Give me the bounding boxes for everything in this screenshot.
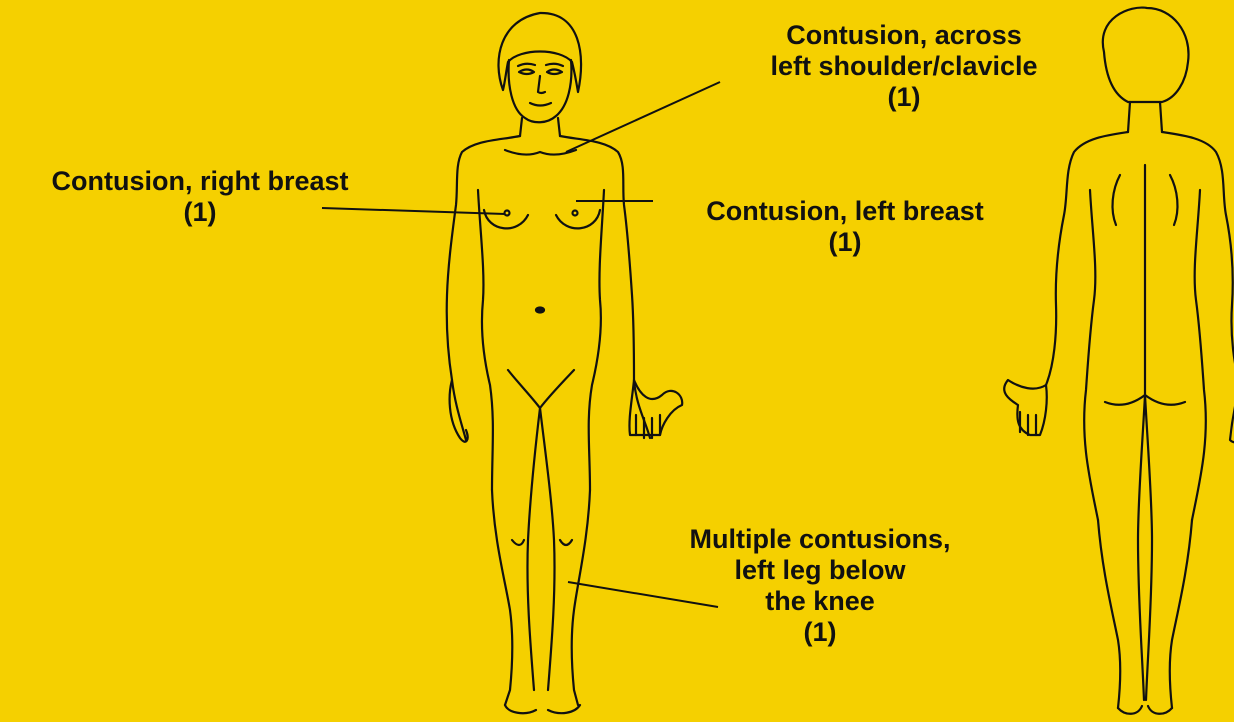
annotation-left-breast-count: (1) (655, 227, 1035, 258)
annotation-right-breast-count: (1) (0, 197, 400, 228)
annotation-left-leg-count: (1) (645, 617, 995, 648)
annotation-shoulder: Contusion, across left shoulder/clavicle… (724, 20, 1084, 113)
annotation-right-breast: Contusion, right breast (1) (0, 166, 400, 228)
annotation-right-breast-line-1: Contusion, right breast (0, 166, 400, 197)
annotation-shoulder-line-2: left shoulder/clavicle (724, 51, 1084, 82)
annotation-shoulder-count: (1) (724, 82, 1084, 113)
annotation-left-leg-line-3: the knee (645, 586, 995, 617)
annotation-shoulder-line-1: Contusion, across (724, 20, 1084, 51)
annotation-left-breast-line-1: Contusion, left breast (655, 196, 1035, 227)
annotation-left-leg: Multiple contusions, left leg below the … (645, 524, 995, 648)
annotation-left-leg-line-2: left leg below (645, 555, 995, 586)
annotation-left-leg-line-1: Multiple contusions, (645, 524, 995, 555)
front-navel (536, 308, 544, 313)
annotation-left-breast: Contusion, left breast (1) (655, 196, 1035, 258)
